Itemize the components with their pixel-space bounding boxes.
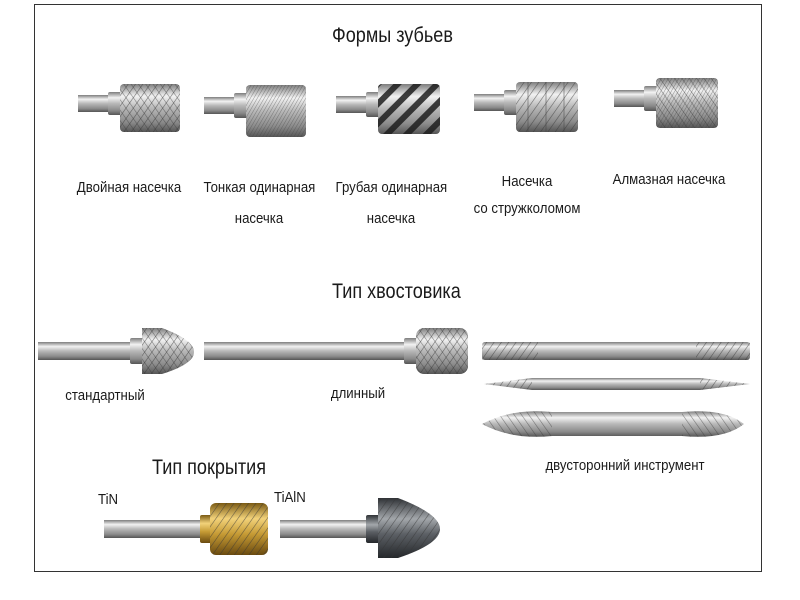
long-shank-burr-icon: [204, 328, 468, 374]
fine-single-cut-burr-icon: [204, 85, 306, 137]
tin-coated-burr-icon: [104, 503, 268, 555]
label-line: насечка: [234, 210, 284, 227]
diamond-cut-label: Алмазная насечка: [612, 170, 726, 189]
double-cut-burr-icon: [78, 84, 180, 132]
long-shank-label: длинный: [330, 385, 386, 402]
tialn-label: TiAlN: [274, 489, 306, 506]
tooth-forms-title: Формы зубьев: [332, 24, 453, 47]
double-ended-label: двусторонний инструмент: [545, 457, 705, 474]
double-ended-tools-icon: [482, 342, 750, 437]
fine-single-cut-label: Тонкая одинарная насечка: [203, 178, 316, 228]
double-cut-label: Двойная насечка: [74, 178, 185, 197]
tin-label: TiN: [98, 491, 119, 508]
label-line: Грубая одинарная: [335, 179, 448, 196]
label-line: Насечка: [501, 173, 553, 190]
shank-type-title: Тип хвостовика: [332, 280, 461, 303]
chipbreaker-cut-label: Насечка со стружколомом: [470, 172, 584, 218]
coating-type-title: Тип покрытия: [152, 456, 267, 479]
figure-frame: [34, 4, 762, 572]
label-line: Двойная насечка: [76, 179, 182, 196]
diamond-cut-burr-icon: [614, 78, 718, 128]
standard-shank-burr-icon: [38, 328, 194, 374]
chipbreaker-cut-burr-icon: [474, 82, 578, 132]
tialn-coated-burr-icon: [280, 498, 440, 558]
coarse-single-cut-label: Грубая одинарная насечка: [335, 178, 448, 228]
label-line: насечка: [366, 210, 416, 227]
label-line: со стружколомом: [473, 200, 581, 217]
label-line: Тонкая одинарная: [203, 179, 316, 196]
label-line: Алмазная насечка: [612, 171, 726, 188]
standard-shank-label: стандартный: [65, 387, 145, 404]
coarse-single-cut-burr-icon: [336, 84, 440, 134]
